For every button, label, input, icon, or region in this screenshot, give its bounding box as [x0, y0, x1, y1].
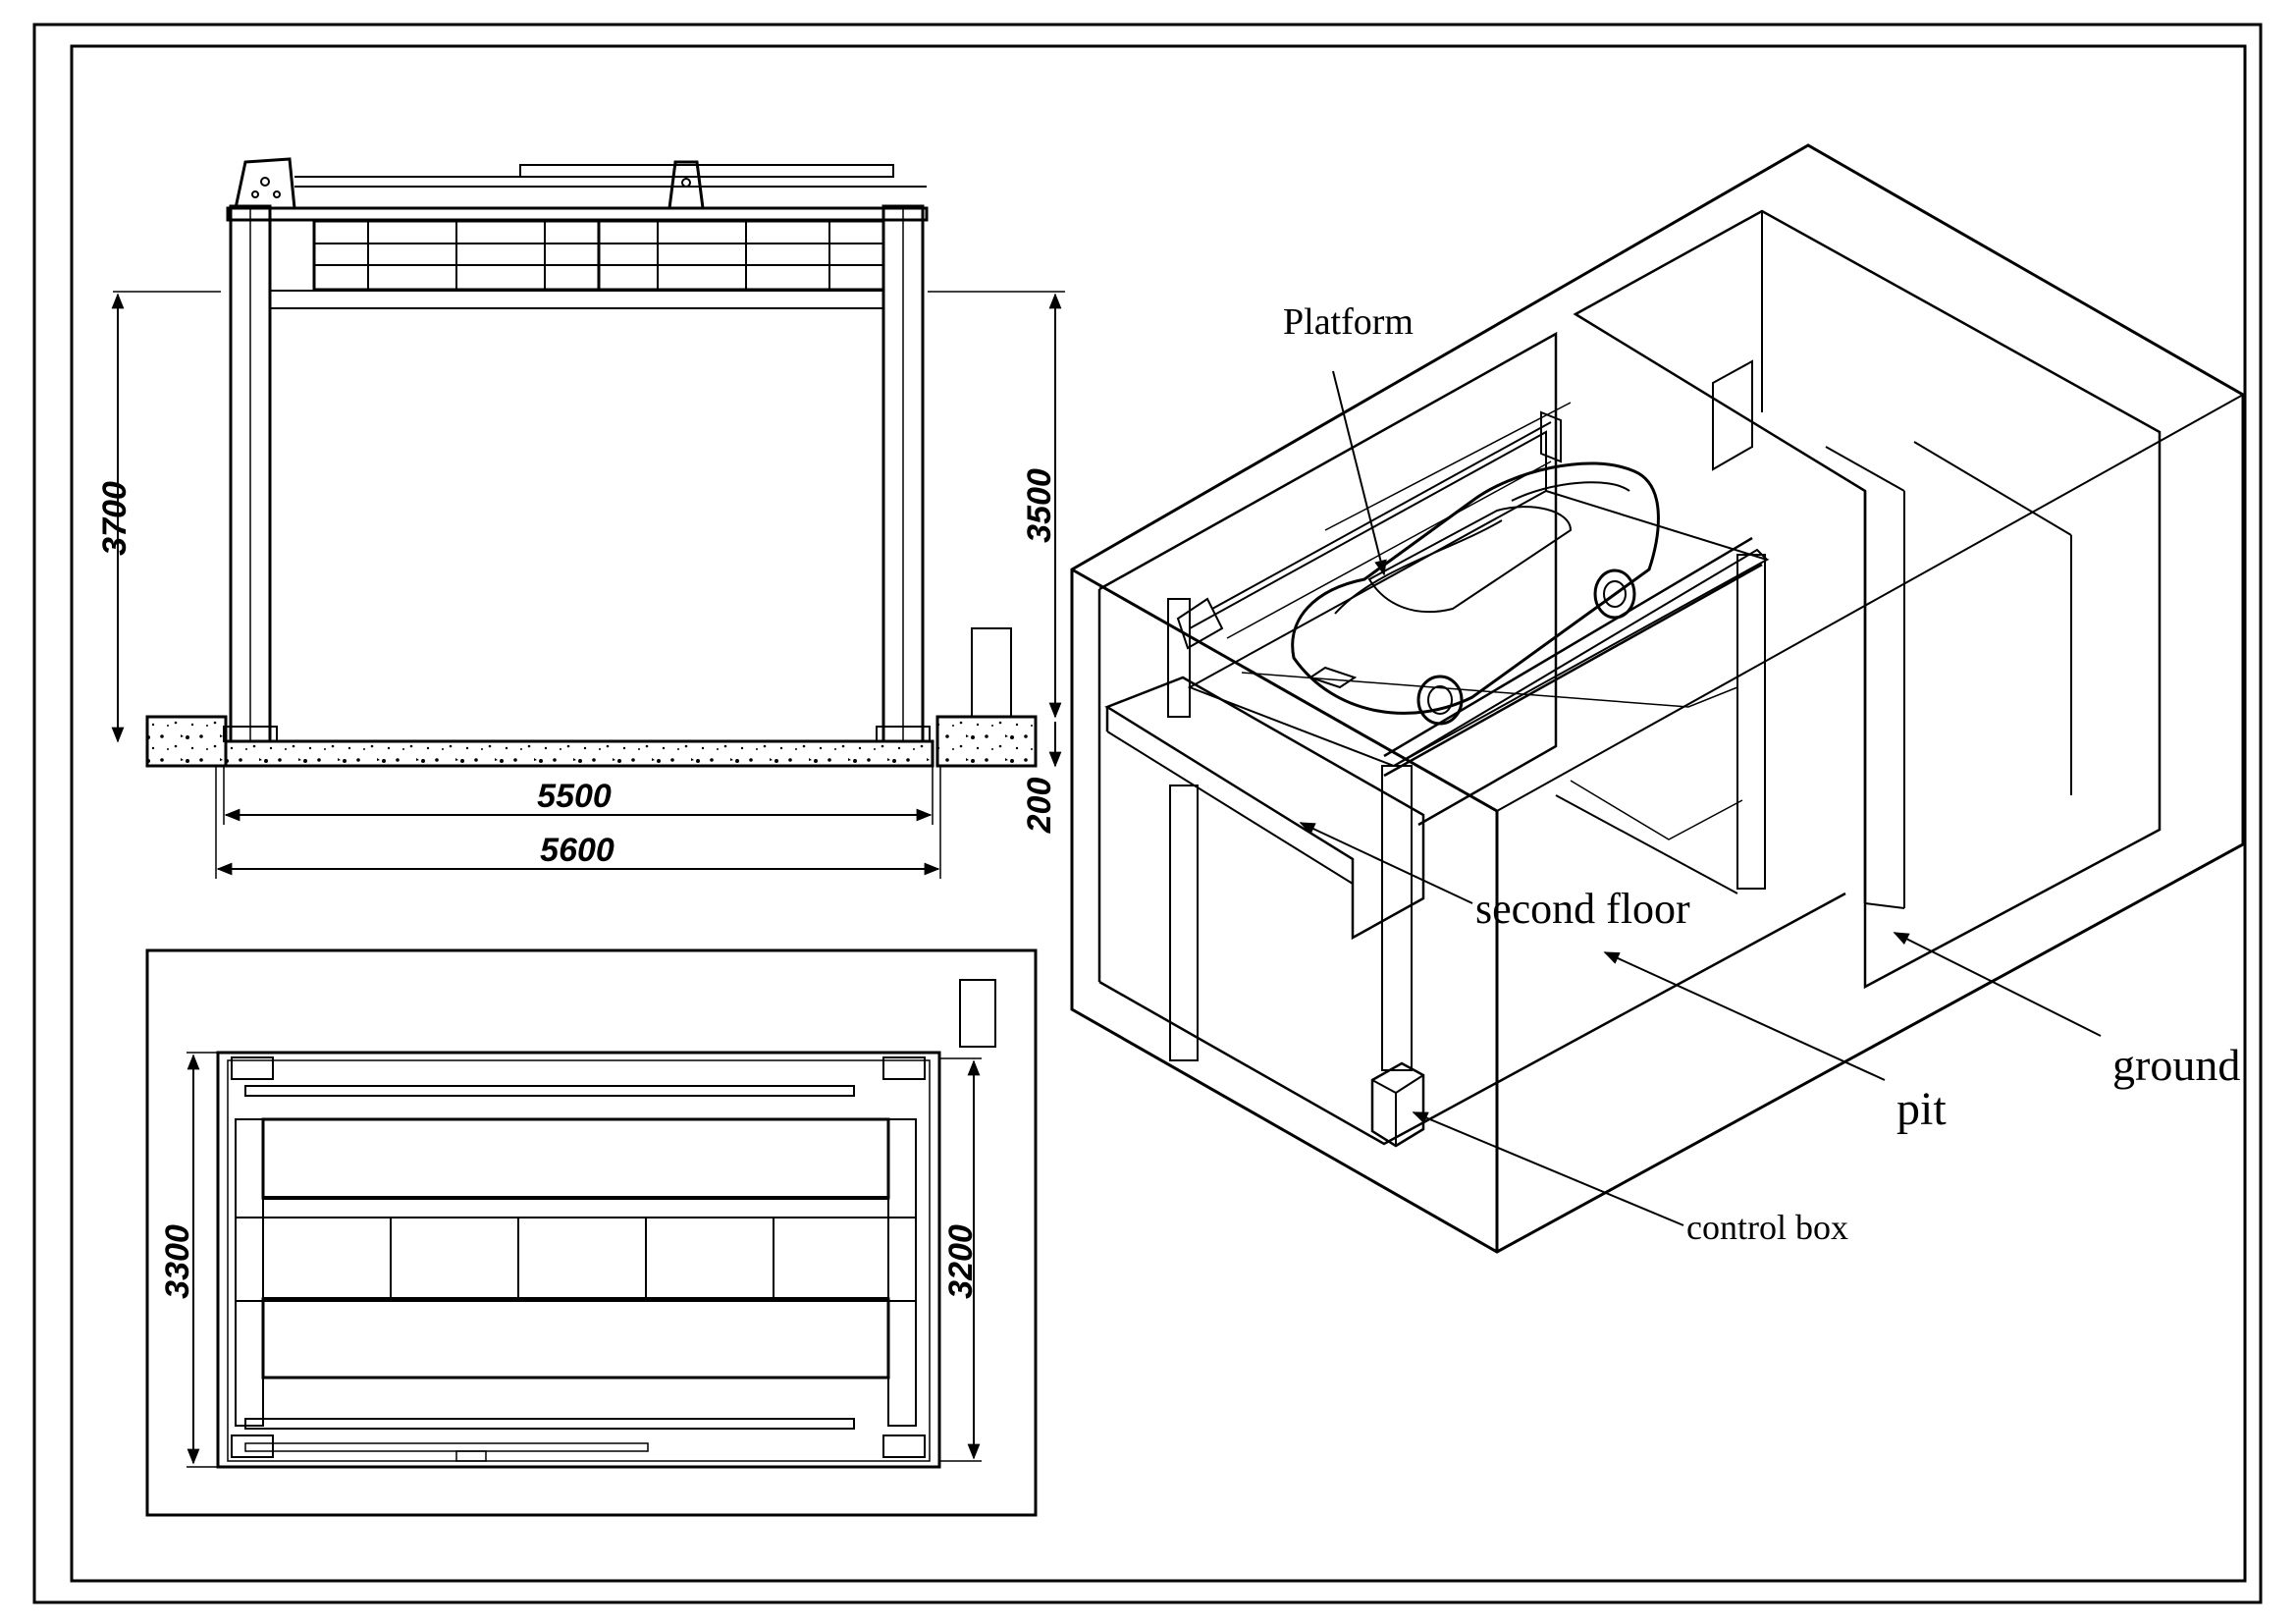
plan-frame — [145, 948, 1038, 1517]
dim-lift-height: 3500 — [1021, 468, 1058, 543]
drip-trays — [235, 1217, 917, 1302]
elevation-control-box — [971, 627, 1012, 718]
label-second-floor: second floor — [1475, 885, 1690, 933]
dim-pit-depth: 200 — [1021, 778, 1058, 835]
label-control-box: control box — [1686, 1208, 1848, 1247]
plan-control-box — [959, 979, 996, 1048]
dim-outer-depth: 3300 — [159, 1224, 196, 1299]
dim-inner-depth: 3200 — [942, 1224, 980, 1299]
dim-outer-width: 5600 — [540, 832, 614, 869]
ground-strip-right — [935, 715, 1038, 768]
dim-total-height: 3700 — [96, 481, 133, 556]
lift-column-front-right — [1381, 765, 1413, 1071]
label-ground: ground — [2112, 1040, 2240, 1090]
dim-inner-width: 5500 — [537, 778, 612, 815]
plan-outline — [216, 1051, 941, 1469]
lift-column-back-left — [1167, 598, 1191, 718]
elevation-view: 3700 3500 200 5500 5600 — [96, 157, 1065, 879]
ground-strip-left — [145, 715, 228, 768]
runway-bottom — [261, 1297, 890, 1380]
iso-outer-block — [1070, 143, 2245, 1254]
runway-top — [261, 1117, 890, 1200]
lift-column-back-right — [1736, 554, 1766, 890]
iso-control-box — [1370, 1061, 1425, 1148]
second-floor-beam — [1104, 676, 1425, 941]
label-platform: Platform — [1283, 301, 1414, 343]
label-pit: pit — [1896, 1083, 1947, 1135]
isometric-view: Platform second floor pit ground control… — [1070, 143, 2245, 1254]
lift-column-front-left — [1169, 785, 1199, 1061]
iso-pit — [1098, 331, 1558, 827]
outer-border — [32, 23, 2263, 1604]
car — [1291, 461, 1660, 726]
top-beam — [226, 206, 929, 222]
foundation-slab — [219, 739, 934, 768]
plan-view: 3300 3200 — [145, 948, 1038, 1517]
inner-border — [70, 44, 2247, 1583]
